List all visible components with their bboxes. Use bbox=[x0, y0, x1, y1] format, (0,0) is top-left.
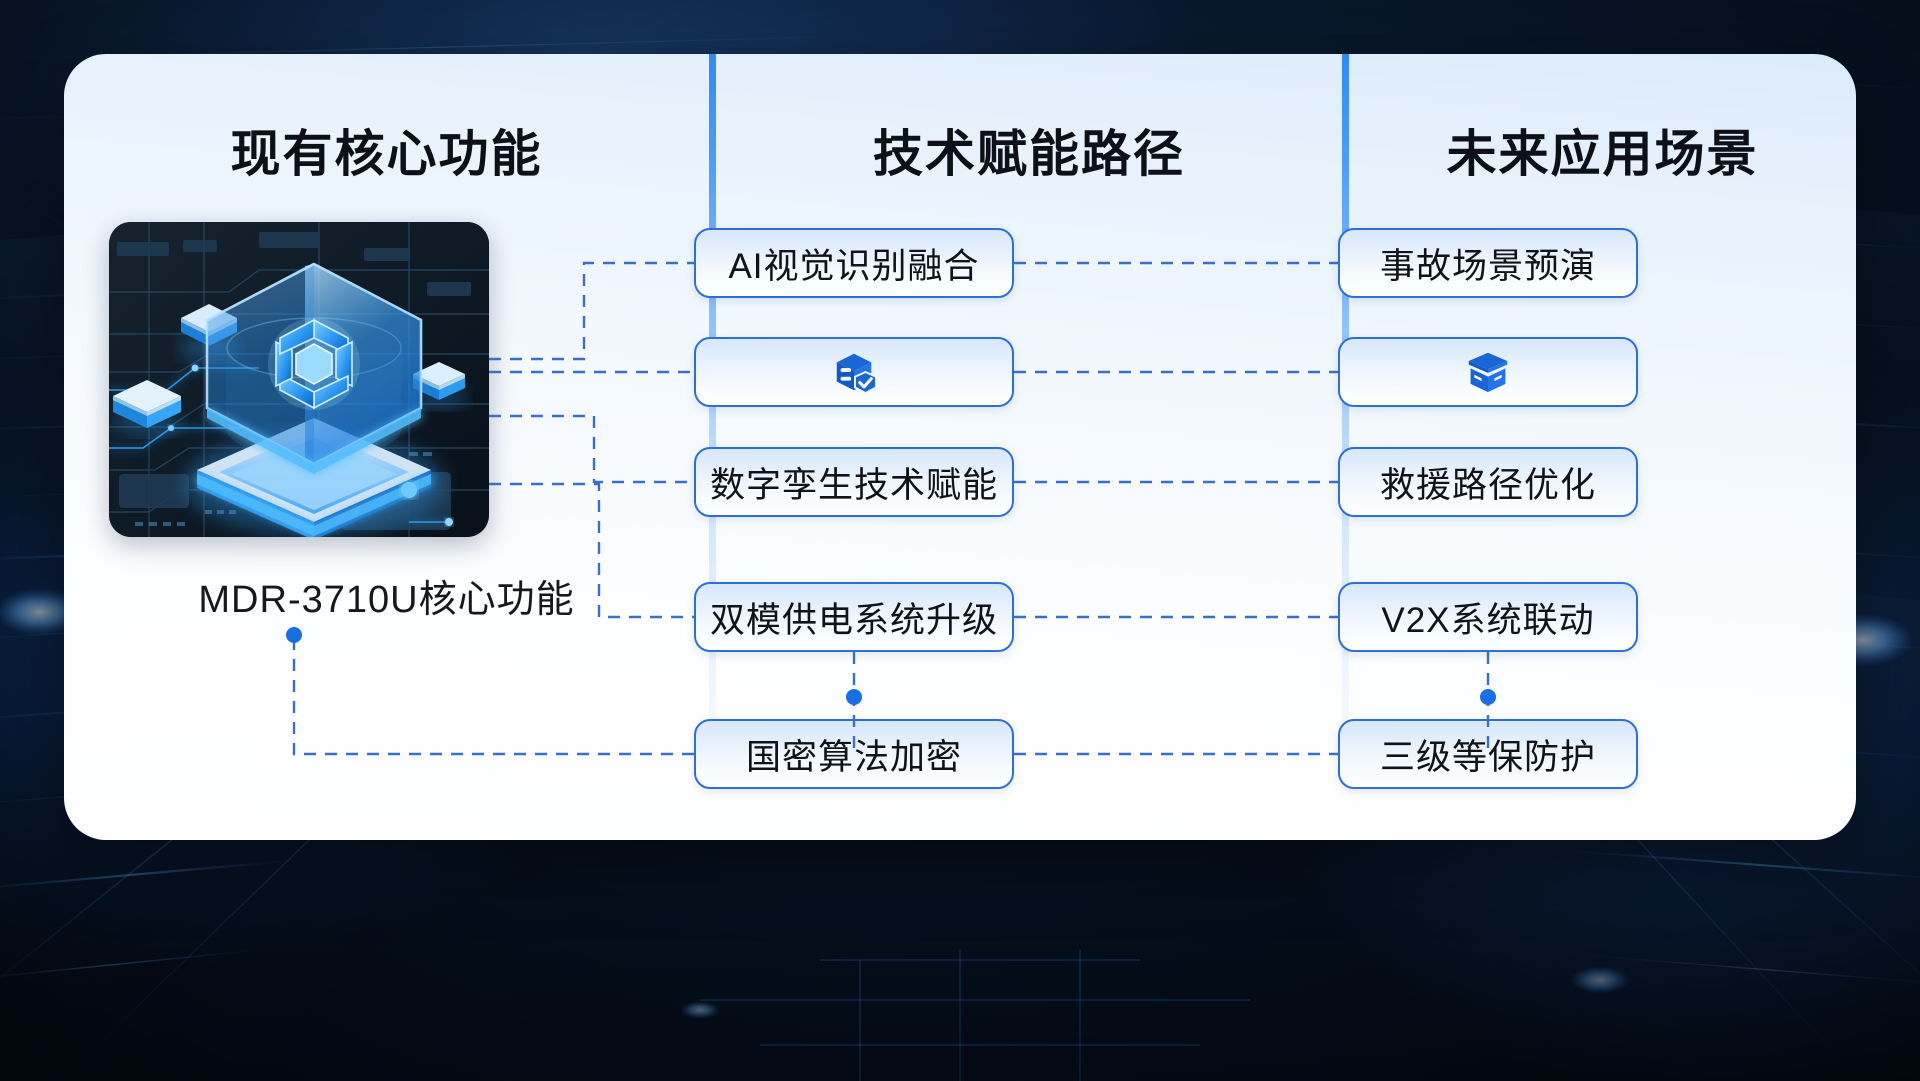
node-card-label: 事故场景预演 bbox=[1379, 246, 1596, 286]
node-card-accident-simulation[interactable]: 事故场景预演 bbox=[1338, 228, 1638, 298]
open-package-box-icon bbox=[1466, 350, 1510, 394]
column-existing-core-functions: 现有核心功能 bbox=[64, 54, 709, 840]
node-card-ai-vision[interactable]: AI视觉识别融合 bbox=[694, 228, 1014, 298]
chip-hologram-illustration bbox=[109, 222, 489, 537]
product-caption: MDR-3710U核心功能 bbox=[198, 579, 575, 621]
column-future-scenarios: 未来应用场景 事故场景预演 救援路径优化 V2X系统联动 bbox=[1338, 54, 1856, 840]
node-card-label: V2X系统联动 bbox=[1381, 600, 1595, 640]
node-card-level3-protection[interactable]: 三级等保防护 bbox=[1338, 719, 1638, 789]
column-2-title: 技术赋能路径 bbox=[873, 126, 1185, 182]
node-card-label: 救援路径优化 bbox=[1379, 465, 1596, 505]
column-tech-enablement-path: 技术赋能路径 AI视觉识别融合 数字孪生技术赋能 双模供电系统升级 bbox=[694, 54, 1342, 840]
product-image bbox=[109, 222, 489, 537]
node-card-digital-twin[interactable]: 数字孪生技术赋能 bbox=[694, 447, 1014, 517]
node-card-label: 数字孪生技术赋能 bbox=[709, 465, 998, 505]
column-1-title: 现有核心功能 bbox=[230, 126, 543, 182]
node-card-crypto-algorithm[interactable]: 国密算法加密 bbox=[694, 719, 1014, 789]
node-card-secure-server[interactable] bbox=[694, 337, 1014, 407]
column-3-title: 未来应用场景 bbox=[1446, 126, 1759, 182]
column-divider-2 bbox=[1342, 54, 1349, 840]
node-card-label: 国密算法加密 bbox=[745, 737, 962, 777]
node-card-open-package[interactable] bbox=[1338, 337, 1638, 407]
node-card-rescue-route[interactable]: 救援路径优化 bbox=[1338, 447, 1638, 517]
node-card-v2x-linkage[interactable]: V2X系统联动 bbox=[1338, 582, 1638, 652]
node-card-label: AI视觉识别融合 bbox=[728, 246, 980, 286]
node-card-label: 双模供电系统升级 bbox=[709, 600, 998, 640]
secure-server-box-check-icon bbox=[831, 349, 877, 395]
node-card-label: 三级等保防护 bbox=[1379, 737, 1596, 777]
node-card-dual-power[interactable]: 双模供电系统升级 bbox=[694, 582, 1014, 652]
main-panel: 现有核心功能 bbox=[64, 54, 1856, 840]
